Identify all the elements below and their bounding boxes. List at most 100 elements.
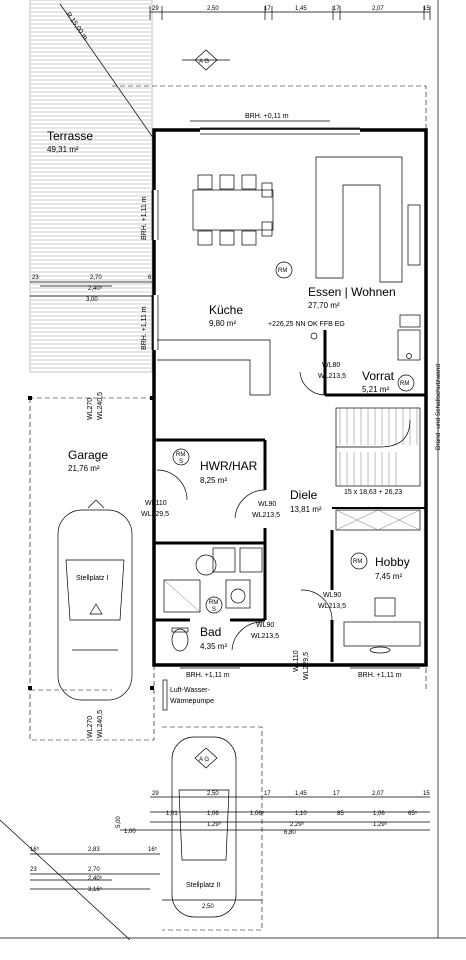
dim-b1-5: 2,07 [372,791,384,797]
staircase [335,407,421,487]
ag-marker-top: A G [182,49,230,71]
hwr-area: 8,25 m² [200,476,227,485]
dim-bl-0: 16⁵ [30,846,40,853]
bad-area: 4,35 m² [200,642,227,651]
brh-top: BRH. +0,11 m [245,113,289,120]
dim-b2-0: 1,01 [166,811,178,817]
terrasse-area: 49,31 m² [47,145,79,154]
dim-b1-6: 15 [423,791,430,797]
dim-top-5: 2,07 [372,6,384,12]
dim-top-2: 17 [264,6,271,12]
heatpump-line2: Wärmepumpe [170,698,214,705]
ag-bottom-label: A G [199,757,209,763]
hobby-desk [343,621,421,647]
dim-bl-4: 2,70 [88,867,100,873]
dim-bl-1: 2,83 [88,847,100,853]
radius-label: R 15,00 m [64,11,88,42]
brh-bottom1: BRH. +1,11 m [186,672,230,679]
garage-outline [29,397,155,741]
brh-bottom2: BRH. +1,11 m [358,672,402,679]
garage-name: Garage [68,448,108,462]
vorrat-area: 5,21 m² [362,385,389,394]
column-tr [150,396,154,400]
dim-b3-0: 1,00 [124,829,136,835]
garage-area: 21,76 m² [68,464,100,473]
dim-b1-2: 17 [264,791,271,797]
dim-top-3: 1,45 [295,6,307,12]
hwr-appliances [195,547,263,576]
rm-bad: RM [209,600,218,606]
dim-b2-5: 1,06 [373,811,385,817]
dim-top-4: 17 [333,6,340,12]
dim-b3-3: 1,29⁵ [373,821,388,828]
diele-bottom-op1: WL110 [293,650,300,672]
hwr-name: HWR/HAR [200,459,258,473]
terrasse-name: Terrasse [47,129,93,143]
hwr-left-op1: WL110 [145,500,167,507]
dim-b1-3: 1,45 [295,791,307,797]
hwr-right-op2: WL213,5 [252,512,280,519]
dim-terrace-1: 2,70 [90,275,102,281]
dim-terrace-2: 6 [148,275,152,281]
hobby-name: Hobby [375,555,410,569]
dining-table [192,174,274,246]
dim-b-total: 6,80 [284,830,296,836]
opening-labels: WL80 WL213,5 WL110 WL229,5 WL90 WL213,5 … [87,362,346,738]
car-garage [57,499,133,701]
dim-bl-5: 2,40⁵ [88,875,103,882]
level-label: +226,25 NN OK FFB EG [268,321,345,328]
dim-b3-2: 2,29⁵ [290,821,305,828]
brh-labels: BRH. +0,11 m BRH. +1,11 m BRH. +1,11 m B… [141,113,420,679]
essen-area: 27,70 m² [308,301,340,310]
hobby-mouse [369,646,391,654]
dim-b2-6: 65⁵ [408,810,418,817]
brh-left1: BRH. +1,11 m [141,196,148,240]
heatpump-line1: Luft-Wasser- [170,687,210,694]
ag-marker-bottom: A G [194,747,218,769]
vorrat-op2: WL213,5 [318,373,346,380]
dim-bl-2: 16⁵ [148,846,158,853]
kitchen-counter [157,339,271,396]
walls [151,127,428,667]
rm-hwr: RM [176,452,185,458]
kueche-name: Küche [209,303,243,317]
bad-op1: WL90 [256,622,274,629]
dim-top-0: 29 [152,6,159,12]
dim-b2-4: 85 [337,811,344,817]
dim-vertical-0: 5,00 [116,816,122,828]
brh-left2: BRH. +1,11 m [141,306,148,350]
bad-op2: WL213,5 [251,633,279,640]
dim-bl-3: 23 [30,867,37,873]
room-labels: Terrasse 49,31 m² Küche 9,80 m² Essen | … [47,129,410,889]
rm-bad-s: S [212,607,216,613]
column-br [150,686,154,690]
heat-pump: Luft-Wasser- Wärmepumpe [162,679,214,711]
hwr-right-op1: WL90 [258,501,276,508]
column-bl [28,686,32,690]
diele-name: Diele [290,488,318,502]
top-dimension: 29 2,50 17 1,45 17 2,07 15 [149,6,431,20]
bottom-left-dimensions: 16⁵ 2,83 16⁵ 23 2,70 2,40⁵ 3,16⁵ [30,846,160,893]
dim-b1-0: 29 [152,791,159,797]
dim-b2-1: 1,06 [207,811,219,817]
stellplatz2-outline [162,726,263,931]
ag-top-label: A G [199,59,209,65]
hobby-chair [374,597,396,617]
stairs-label: 15 x 18,63 + 26,23 [344,489,402,496]
stellplatz2-dim: 2,50 [202,904,214,910]
rm-essen: RM [278,268,287,274]
dim-b1-1: 2,50 [207,791,219,797]
hobby-op2: WL213,5 [318,603,346,610]
bad-name: Bad [200,625,221,639]
level-icon [310,332,318,340]
hwr-left-op2: WL229,5 [141,511,169,518]
rm-vorrat: RM [400,381,409,387]
vorrat-name: Vorrat [362,369,395,383]
tv-board [407,204,421,266]
sofa [315,156,403,283]
terrace-dimension: 23 2,70 6 2,40⁵ 3,00 [30,275,154,303]
dim-top-6: 15 [423,6,430,12]
dim-b3-1: 1,29⁵ [207,821,222,828]
dim-bl-6: 3,16⁵ [88,886,103,893]
